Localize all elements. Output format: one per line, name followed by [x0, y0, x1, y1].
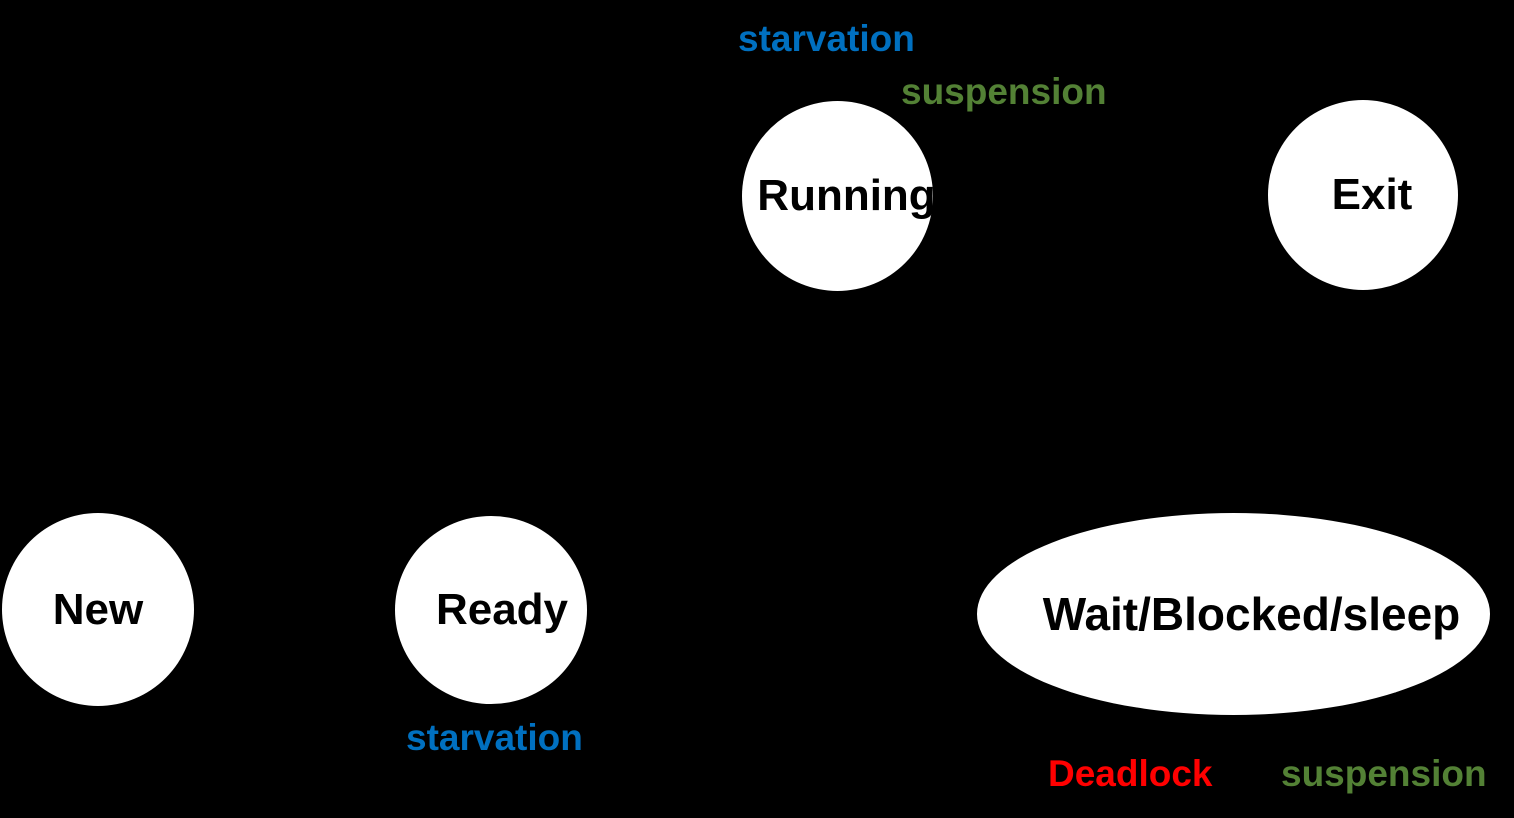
state-label-exit: Exit	[1331, 170, 1413, 219]
annotation-starvation-ready: starvation	[406, 717, 583, 758]
state-node-exit: Exit	[1268, 100, 1458, 290]
annotation-suspension-wait: suspension	[1281, 753, 1487, 794]
annotation-starvation-running: starvation	[738, 18, 915, 59]
annotation-suspension-running: suspension	[901, 71, 1107, 112]
annotation-deadlock-wait: Deadlock	[1048, 753, 1213, 794]
state-label-wait-blocked-sleep: Wait/Blocked/sleep	[1042, 588, 1461, 640]
state-node-running: Running	[742, 101, 936, 291]
state-label-running: Running	[757, 171, 936, 220]
state-label-ready: Ready	[435, 585, 569, 634]
state-node-ready: Ready	[395, 516, 587, 704]
state-node-wait-blocked-sleep: Wait/Blocked/sleep	[977, 513, 1490, 715]
state-label-new: New	[52, 584, 144, 634]
state-node-new: New	[2, 513, 194, 706]
